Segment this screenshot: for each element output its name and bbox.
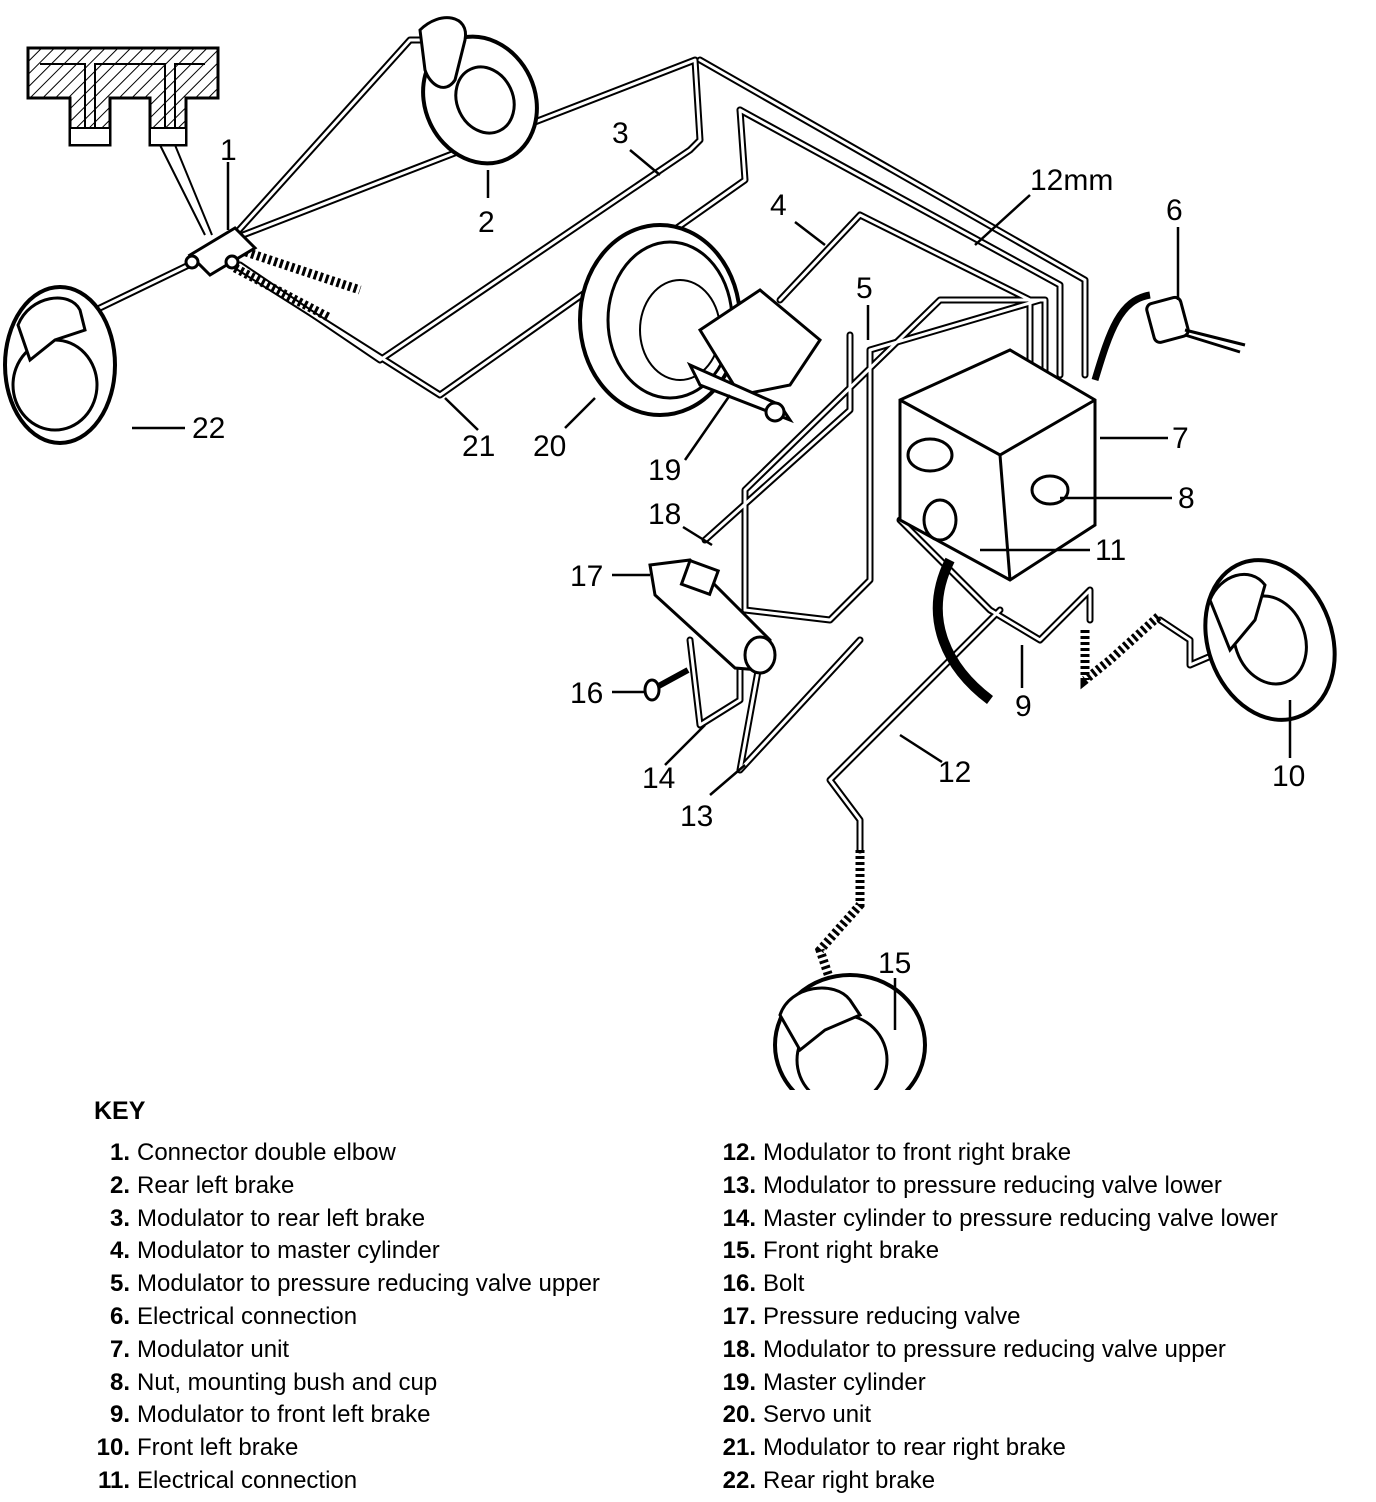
key-item: 8.Nut, mounting bush and cup	[109, 1368, 438, 1396]
callout-5: 5	[856, 272, 873, 305]
callout-14: 14	[642, 762, 675, 795]
key-item: 9.Modulator to front left brake	[109, 1401, 431, 1429]
connector-double-elbow	[184, 226, 258, 277]
callout-12: 12	[938, 756, 971, 789]
servo-unit	[578, 223, 742, 417]
callout-12mm: 12mm	[1030, 164, 1113, 197]
callout-10: 10	[1272, 760, 1305, 793]
callout-9: 9	[1015, 690, 1032, 723]
key-item: 15.Front right brake	[722, 1237, 940, 1265]
key-item: 20.Servo unit	[722, 1401, 872, 1429]
bolt	[643, 667, 690, 702]
flexible-hoses	[232, 245, 1164, 982]
callout-4: 4	[770, 189, 787, 222]
key-item: 2.Rear left brake	[109, 1171, 295, 1199]
key-item: 14.Master cylinder to pressure reducing …	[722, 1204, 1278, 1232]
key-item: 1.Connector double elbow	[109, 1139, 396, 1166]
callout-22: 22	[192, 412, 225, 445]
callout-labels: 1 2 3 4 5 12mm 6 7 8 11 9 10 12 13 14 15…	[192, 117, 1305, 980]
key-item: 6.Electrical connection	[109, 1302, 358, 1330]
modulator-unit	[898, 348, 1097, 582]
callout-8: 8	[1178, 482, 1195, 515]
front-left-brake	[1203, 558, 1337, 722]
brake-system-diagram: 1 2 3 4 5 12mm 6 7 8 11 9 10 12 13 14 15…	[3, 16, 1337, 1090]
key-item: 5.Modulator to pressure reducing valve u…	[109, 1270, 600, 1298]
key-item: 12.Modulator to front right brake	[722, 1139, 1072, 1166]
pressure-reducing-valve	[648, 558, 777, 675]
key-item: 22.Rear right brake	[722, 1466, 936, 1494]
key-item: 7.Modulator unit	[109, 1335, 290, 1363]
key-item: 13.Modulator to pressure reducing valve …	[722, 1171, 1222, 1199]
callout-1: 1	[220, 134, 237, 167]
key-item: 3.Modulator to rear left brake	[109, 1204, 426, 1232]
leader-lines	[132, 149, 1292, 1030]
callout-11: 11	[1095, 534, 1126, 567]
callout-6: 6	[1166, 194, 1183, 227]
callout-7: 7	[1172, 422, 1189, 455]
callout-3: 3	[612, 117, 629, 150]
callout-21: 21	[462, 430, 495, 463]
key-item: 18.Modulator to pressure reducing valve …	[722, 1335, 1226, 1363]
callout-18: 18	[648, 498, 681, 531]
callout-17: 17	[570, 560, 603, 593]
callout-2: 2	[478, 206, 495, 239]
callout-13: 13	[680, 800, 713, 833]
connector-cross-section-inset	[26, 46, 220, 147]
key-title: KEY	[94, 1097, 146, 1125]
rear-left-brake	[418, 16, 539, 166]
key-item: 10.Front left brake	[96, 1434, 299, 1462]
key-item: 4.Modulator to master cylinder	[109, 1237, 440, 1265]
callout-16: 16	[570, 677, 603, 710]
modulator-cable	[932, 557, 994, 704]
key-item: 16.Bolt	[722, 1270, 805, 1298]
key-item: 21.Modulator to rear right brake	[722, 1434, 1066, 1462]
key-item: 11.Electrical connection	[97, 1466, 358, 1494]
key-list-left: 1.Connector double elbow 2.Rear left bra…	[80, 1137, 600, 1498]
callout-15: 15	[878, 947, 911, 980]
rear-right-brake	[3, 285, 117, 445]
key-item: 17.Pressure reducing valve	[722, 1302, 1021, 1330]
callout-19: 19	[648, 454, 681, 487]
electrical-connector	[1091, 291, 1246, 382]
master-cylinder	[686, 288, 822, 424]
key-item: 19.Master cylinder	[722, 1368, 926, 1396]
callout-20: 20	[533, 430, 566, 463]
key-list-right: 12.Modulator to front right brake 13.Mod…	[706, 1137, 1278, 1498]
front-right-brake	[773, 973, 927, 1090]
